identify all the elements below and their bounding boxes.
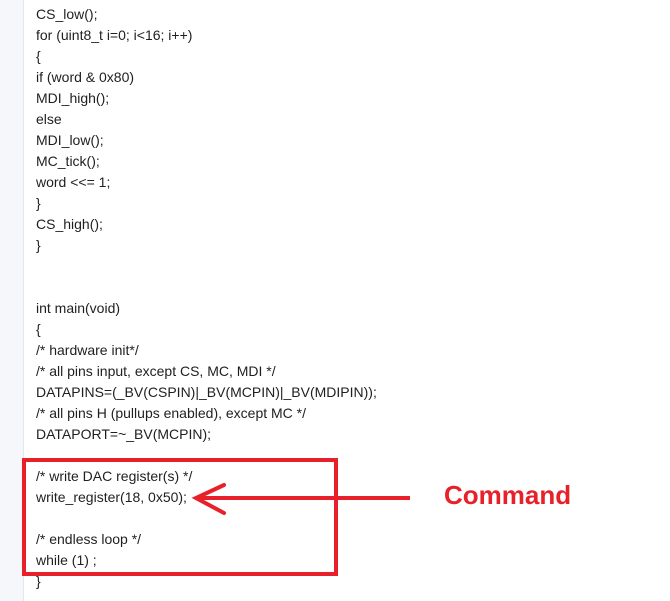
code-line: } <box>36 573 41 589</box>
code-line: /* endless loop */ <box>36 531 142 547</box>
code-line: } <box>36 237 41 253</box>
code-line: } <box>36 195 41 211</box>
code-line: word <<= 1; <box>36 174 111 190</box>
code-line: MDI_low(); <box>36 132 104 148</box>
code-line: while (1) ; <box>36 552 97 568</box>
code-line: for (uint8_t i=0; i<16; i++) <box>36 27 193 43</box>
code-line: int main(void) <box>36 300 121 316</box>
code-line: else <box>36 111 62 127</box>
code-line: if (word & 0x80) <box>36 69 135 85</box>
code-line: /* write DAC register(s) */ <box>36 468 193 484</box>
code-line: /* all pins H (pullups enabled), except … <box>36 405 307 421</box>
command-annotation: Command <box>444 480 572 510</box>
code-line: MDI_high(); <box>36 90 110 106</box>
code-line: { <box>36 321 41 337</box>
editor-gutter <box>0 0 24 601</box>
code-line: CS_high(); <box>36 216 103 232</box>
highlight-box <box>22 458 338 576</box>
code-line: /* all pins input, except CS, MC, MDI */ <box>36 363 276 379</box>
code-block: CS_low();for (uint8_t i=0; i<16; i++) { if… <box>36 4 377 592</box>
code-line: { <box>36 48 41 64</box>
code-line: DATAPORT=~_BV(MCPIN); <box>36 426 212 442</box>
code-line: MC_tick(); <box>36 153 100 169</box>
code-line: write_register(18, 0x50); <box>36 489 187 505</box>
code-line: /* hardware init*/ <box>36 342 139 358</box>
code-line: DATAPINS=(_BV(CSPIN)|_BV(MCPIN)|_BV(MDIP… <box>36 384 377 400</box>
code-line: CS_low(); <box>36 6 98 22</box>
